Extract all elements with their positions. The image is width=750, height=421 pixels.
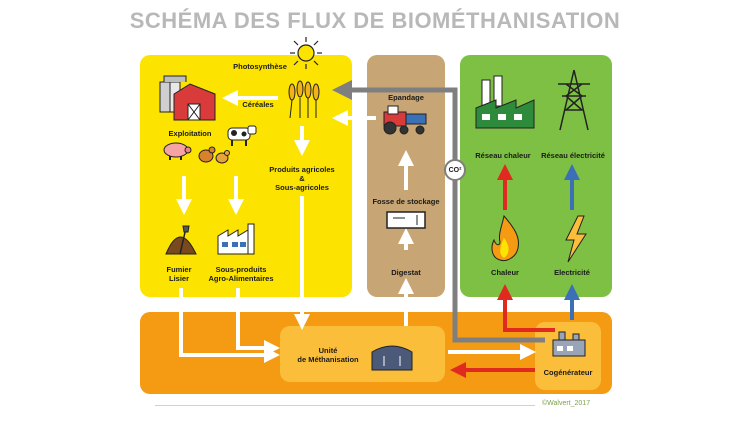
label-cogenerateur: Cogénérateur (543, 368, 593, 377)
label-co2: CO² (448, 167, 462, 174)
chicken-icon (198, 146, 230, 164)
power-plant-icon (475, 75, 535, 129)
manure-icon (165, 225, 197, 255)
label-sous-produits: Sous-produits Agro-Alimentaires (208, 265, 274, 283)
label-electricite: Electricité (554, 268, 590, 277)
methanisation-unit-box (280, 326, 445, 382)
factory-icon (217, 223, 255, 255)
co2-badge (444, 159, 466, 181)
digester-icon (371, 345, 413, 371)
co2-arrow (332, 80, 545, 343)
label-fumier-lisier: Fumier Lisier (166, 265, 192, 283)
arrow-cogen-to-chaleur (497, 284, 555, 332)
pylon-icon (558, 69, 590, 131)
label-cereales: Céréales (242, 100, 274, 109)
flame-icon (491, 214, 519, 261)
credit-text: ©Walvert_2017 (542, 400, 591, 407)
arrow-sousproduits-to-unite (236, 288, 280, 356)
label-chaleur: Chaleur (491, 268, 519, 277)
arrow-fumier-to-unite (179, 288, 280, 363)
tractor-icon (383, 105, 427, 135)
tank-icon (386, 211, 426, 229)
label-unite-methanisation: Unité de Méthanisation (297, 346, 359, 364)
label-fosse: Fosse de stockage (372, 197, 440, 206)
label-produits-agricoles: Produits agricoles & Sous-agricoles (269, 165, 335, 192)
wheat-icon (288, 80, 320, 119)
cow-icon (227, 125, 257, 146)
footer-divider (155, 405, 535, 406)
label-photosynthese: Photosynthèse (233, 62, 287, 71)
label-digestat: Digestat (391, 268, 421, 277)
sun-icon (290, 37, 322, 69)
diagram-title: SCHÉMA DES FLUX DE BIOMÉTHANISATION (129, 8, 621, 33)
pig-icon (163, 142, 192, 160)
barn-icon (159, 75, 216, 121)
label-reseau-chaleur: Réseau chaleur (475, 151, 531, 160)
label-exploitation: Exploitation (168, 129, 212, 138)
cogenerator-icon (552, 331, 586, 357)
lightning-icon (565, 215, 587, 263)
label-epandage: Epandage (388, 93, 424, 102)
label-reseau-electricite: Réseau électricité (541, 151, 605, 160)
